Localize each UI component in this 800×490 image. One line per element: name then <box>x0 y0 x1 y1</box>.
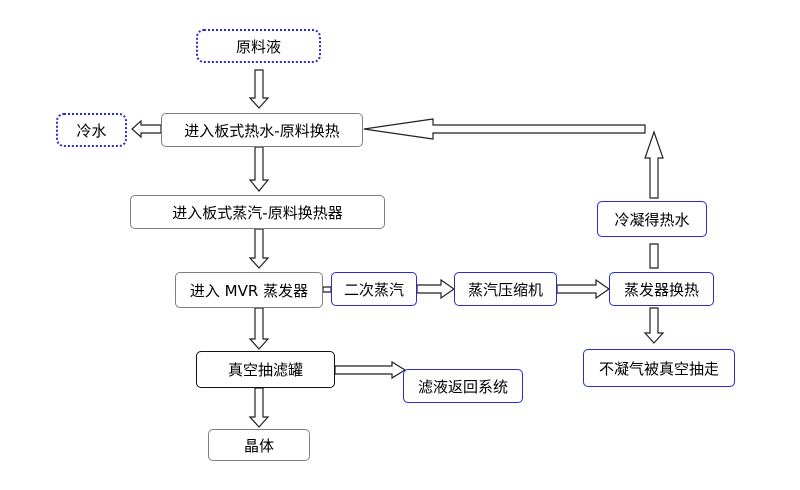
steam-compressor-box: 蒸汽压缩机 <box>454 272 557 306</box>
plate-hot-water-exchanger-label: 进入板式热水-原料换热 <box>184 121 340 140</box>
mvr-evaporator-label: 进入 MVR 蒸发器 <box>189 281 309 300</box>
filtrate-return-label: 滤液返回系统 <box>417 377 508 396</box>
arrow-heat-exchange-to-hot-water-label <box>649 243 659 269</box>
arrow-to-cold-water <box>131 119 162 139</box>
arrow-hot-water-to-steam-exchanger <box>248 146 270 192</box>
non-condensable-gas-label: 不凝气被真空抽走 <box>598 359 719 378</box>
secondary-steam-box: 二次蒸汽 <box>331 272 417 306</box>
steam-compressor-label: 蒸汽压缩机 <box>467 280 543 299</box>
condensed-hot-water-box: 冷凝得热水 <box>597 201 707 237</box>
arrow-raw-to-hot-water <box>248 69 270 109</box>
arrow-to-filtrate-return <box>334 360 407 380</box>
raw-liquid-box: 原料液 <box>196 29 321 63</box>
cold-water-label: 冷水 <box>76 121 107 140</box>
arrow-compressor-to-evaporator <box>556 278 611 300</box>
cold-water-box: 冷水 <box>56 113 127 147</box>
condensed-hot-water-label: 冷凝得热水 <box>614 210 690 229</box>
plate-steam-exchanger-label: 进入板式蒸汽-原料换热器 <box>172 203 343 222</box>
vacuum-filter-tank-box: 真空抽滤罐 <box>196 351 335 388</box>
raw-liquid-label: 原料液 <box>235 37 281 56</box>
mvr-evaporator-box: 进入 MVR 蒸发器 <box>175 272 323 308</box>
arrow-vacuum-tank-to-crystal <box>248 387 270 428</box>
evaporator-heat-exchange-label: 蒸发器换热 <box>623 280 699 299</box>
arrow-mvr-to-secondary-steam <box>322 286 332 293</box>
filtrate-return-box: 滤液返回系统 <box>403 369 523 403</box>
arrow-feedback-to-hot-water <box>363 118 646 140</box>
crystal-box: 晶体 <box>208 429 310 461</box>
arrow-to-non-condensable <box>643 307 665 344</box>
arrow-secondary-to-compressor <box>416 278 456 300</box>
non-condensable-gas-box: 不凝气被真空抽走 <box>583 349 735 387</box>
secondary-steam-label: 二次蒸汽 <box>343 280 404 299</box>
arrow-mvr-to-vacuum-tank <box>248 307 270 350</box>
crystal-label: 晶体 <box>243 436 274 455</box>
evaporator-heat-exchange-box: 蒸发器换热 <box>609 272 714 306</box>
plate-hot-water-exchanger-box: 进入板式热水-原料换热 <box>161 113 363 147</box>
plate-steam-exchanger-box: 进入板式蒸汽-原料换热器 <box>130 195 385 229</box>
arrow-steam-exchanger-to-mvr <box>248 228 270 269</box>
arrow-hot-water-label-up <box>644 130 664 199</box>
vacuum-filter-tank-label: 真空抽滤罐 <box>227 361 303 379</box>
